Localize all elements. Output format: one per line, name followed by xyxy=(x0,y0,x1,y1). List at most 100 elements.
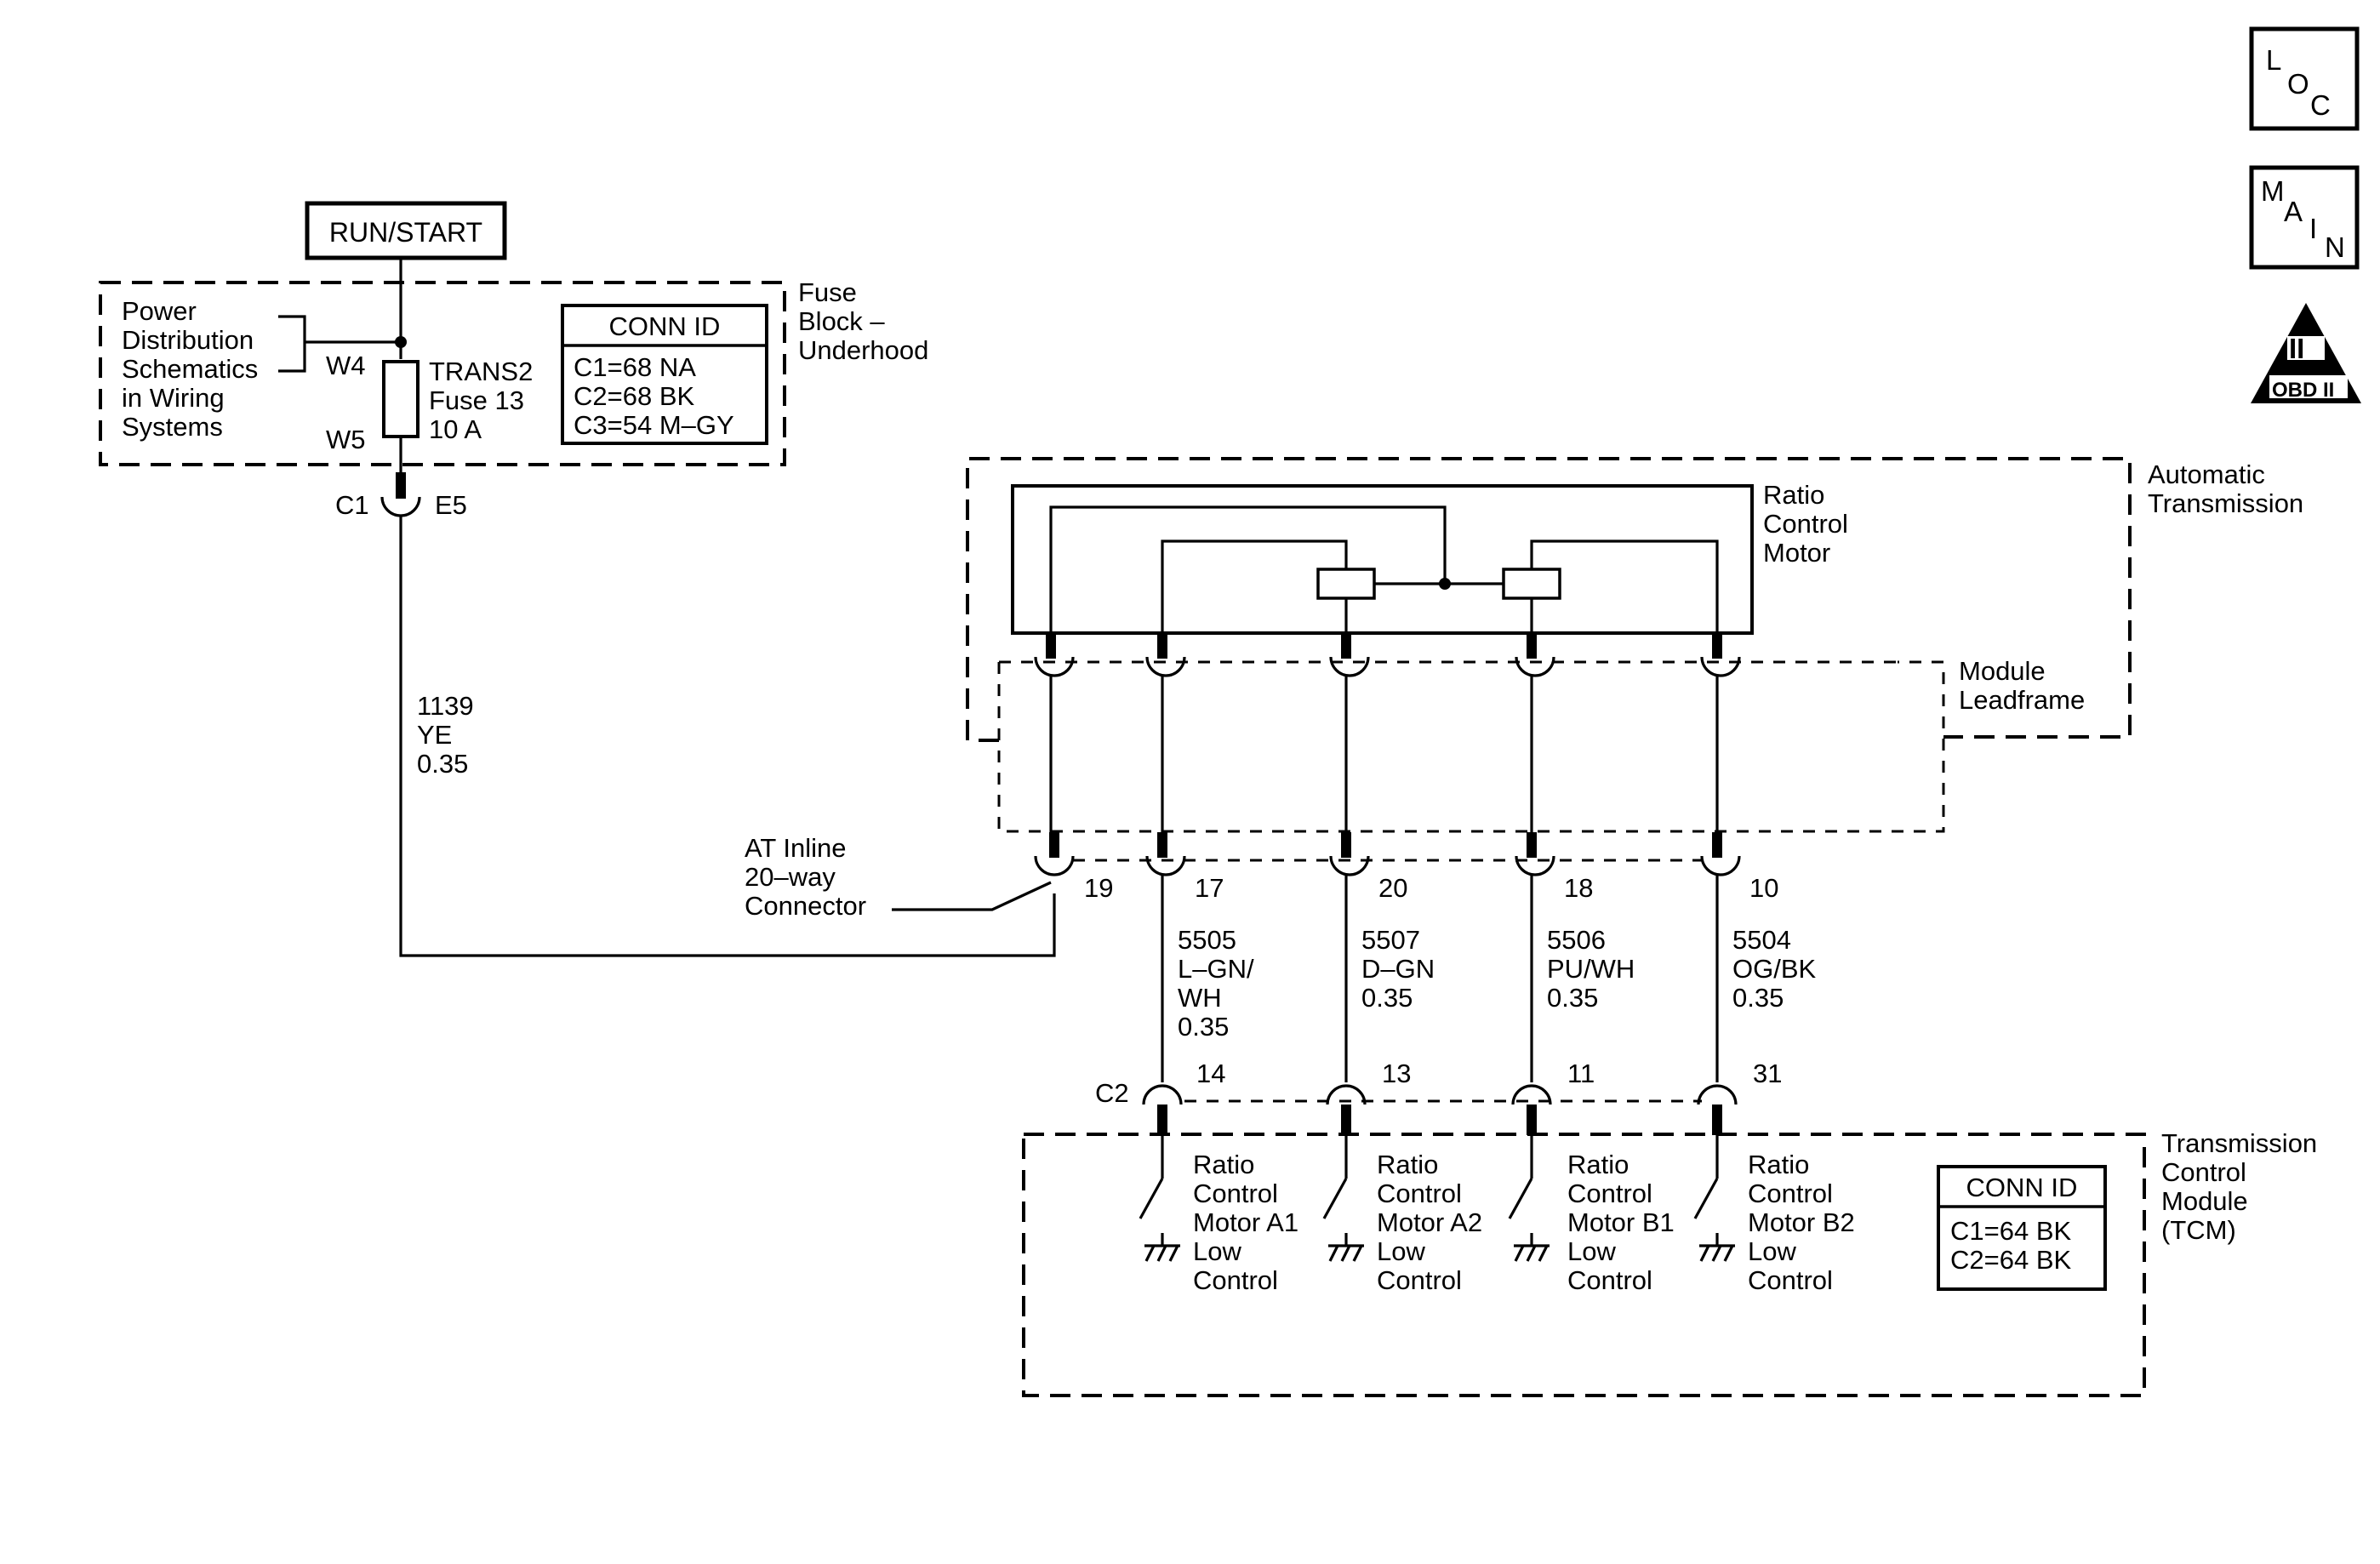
leadframe-pin-3 xyxy=(1329,633,1370,832)
svg-text:Motor B2: Motor B2 xyxy=(1748,1207,1855,1237)
svg-text:0.35: 0.35 xyxy=(1732,983,1784,1013)
svg-text:Control: Control xyxy=(1748,1179,1833,1208)
svg-text:5506: 5506 xyxy=(1547,925,1606,955)
obd-ii-icon[interactable]: II OBD II xyxy=(2251,303,2361,403)
tcm-outline xyxy=(1022,1133,2146,1397)
svg-text:C3=54 M–GY: C3=54 M–GY xyxy=(574,410,734,440)
ratio-control-motor-label: Ratio Control Motor xyxy=(1763,480,1848,568)
tcm-label: Transmission Control Module (TCM) xyxy=(2161,1128,2317,1245)
svg-text:OG/BK: OG/BK xyxy=(1732,954,1817,984)
leadframe-pin-5 xyxy=(1700,633,1741,832)
wire-1139 xyxy=(399,516,1056,957)
svg-text:Control: Control xyxy=(1193,1179,1278,1208)
tcm-connector-label: C2 xyxy=(1095,1078,1129,1108)
svg-text:Control: Control xyxy=(1748,1265,1833,1295)
svg-text:C: C xyxy=(2310,89,2331,121)
svg-text:Power: Power xyxy=(122,296,197,326)
svg-text:13: 13 xyxy=(1382,1059,1411,1088)
tcm-connector-pins xyxy=(1142,1084,1738,1135)
svg-text:E5: E5 xyxy=(435,490,467,520)
svg-text:PU/WH: PU/WH xyxy=(1547,954,1635,984)
inline-connector-label: AT Inline 20–way Connector xyxy=(745,833,866,921)
svg-text:WH: WH xyxy=(1178,983,1222,1013)
svg-text:Motor: Motor xyxy=(1763,538,1830,568)
svg-text:5505: 5505 xyxy=(1178,925,1236,955)
tcm-pin-numbers: 14 13 11 31 xyxy=(1196,1059,1782,1088)
motor-winding-a xyxy=(1316,568,1376,600)
circuit-label-b1: Ratio Control Motor B1 Low Control xyxy=(1567,1150,1675,1295)
svg-text:Fuse: Fuse xyxy=(798,277,857,307)
svg-text:C2=68 BK: C2=68 BK xyxy=(574,381,695,411)
svg-text:Low: Low xyxy=(1748,1236,1796,1266)
inline-pin-numbers: 19 17 20 18 10 xyxy=(1084,873,1778,903)
svg-text:Control: Control xyxy=(1567,1179,1652,1208)
svg-text:Control: Control xyxy=(1567,1265,1652,1295)
svg-text:Low: Low xyxy=(1377,1236,1425,1266)
svg-text:Motor A1: Motor A1 xyxy=(1193,1207,1298,1237)
svg-text:C2=64 BK: C2=64 BK xyxy=(1950,1245,2072,1275)
svg-text:CONN ID: CONN ID xyxy=(1966,1173,2078,1202)
splice-dot xyxy=(395,336,407,348)
switch-a1 xyxy=(1139,1135,1180,1262)
svg-text:18: 18 xyxy=(1564,873,1593,903)
svg-text:14: 14 xyxy=(1196,1059,1225,1088)
svg-text:AT Inline: AT Inline xyxy=(745,833,846,863)
svg-text:Ratio: Ratio xyxy=(1763,480,1824,510)
fuse-block-connector-c1: C1 E5 xyxy=(335,472,467,520)
run-start-box: RUN/START xyxy=(305,201,507,260)
svg-text:C1=68 NA: C1=68 NA xyxy=(574,352,696,382)
svg-text:Control: Control xyxy=(1193,1265,1278,1295)
motor-winding-b xyxy=(1502,568,1561,600)
wire-5506-label: 5506 PU/WH 0.35 xyxy=(1547,925,1635,1013)
svg-text:OBD II: OBD II xyxy=(2272,379,2334,402)
svg-text:Control: Control xyxy=(1377,1179,1462,1208)
svg-text:Low: Low xyxy=(1567,1236,1616,1266)
svg-text:Ratio: Ratio xyxy=(1567,1150,1629,1179)
svg-text:Leadframe: Leadframe xyxy=(1959,685,2085,715)
module-leadframe-label: Module Leadframe xyxy=(1959,656,2085,715)
svg-text:L–GN/: L–GN/ xyxy=(1178,954,1254,984)
svg-text:Underhood: Underhood xyxy=(798,335,928,365)
svg-text:N: N xyxy=(2325,231,2345,263)
circuit-label-a2: Ratio Control Motor A2 Low Control xyxy=(1377,1150,1482,1295)
svg-text:M: M xyxy=(2261,175,2285,207)
tcm-switches xyxy=(1139,1135,1735,1262)
svg-text:Control: Control xyxy=(2161,1157,2246,1187)
power-ref-bracket xyxy=(278,315,306,373)
switch-a2 xyxy=(1322,1135,1364,1262)
svg-text:L: L xyxy=(2266,44,2281,76)
svg-text:II: II xyxy=(2289,333,2304,364)
svg-text:20–way: 20–way xyxy=(745,862,836,892)
svg-text:CONN ID: CONN ID xyxy=(609,311,721,341)
main-button[interactable]: M A I N xyxy=(2249,165,2360,270)
svg-text:Block –: Block – xyxy=(798,306,885,336)
svg-text:C1=64 BK: C1=64 BK xyxy=(1950,1216,2072,1246)
svg-text:TRANS2: TRANS2 xyxy=(429,357,533,386)
svg-text:Ratio: Ratio xyxy=(1377,1150,1438,1179)
ratio-control-motor-body xyxy=(1011,484,1754,635)
circuit-label-a1: Ratio Control Motor A1 Low Control xyxy=(1193,1150,1298,1295)
wire-5507-label: 5507 D–GN 0.35 xyxy=(1361,925,1435,1013)
svg-text:I: I xyxy=(2309,213,2317,244)
loc-button[interactable]: L O C xyxy=(2249,26,2360,131)
svg-text:Automatic: Automatic xyxy=(2148,459,2265,489)
svg-text:O: O xyxy=(2287,68,2309,100)
automatic-transmission-label: Automatic Transmission xyxy=(2148,459,2303,518)
w4-label: W4 xyxy=(326,351,366,380)
svg-text:0.35: 0.35 xyxy=(1361,983,1413,1013)
svg-text:Control: Control xyxy=(1763,509,1848,539)
svg-text:Schematics: Schematics xyxy=(122,354,258,384)
svg-text:Motor A2: Motor A2 xyxy=(1377,1207,1482,1237)
svg-text:Module: Module xyxy=(1959,656,2046,686)
svg-text:Fuse 13: Fuse 13 xyxy=(429,385,524,415)
svg-text:(TCM): (TCM) xyxy=(2161,1215,2236,1245)
svg-text:Ratio: Ratio xyxy=(1193,1150,1254,1179)
svg-text:11: 11 xyxy=(1567,1059,1595,1088)
svg-text:Low: Low xyxy=(1193,1236,1241,1266)
fuse-block-outline xyxy=(99,281,786,466)
svg-text:Transmission: Transmission xyxy=(2161,1128,2317,1158)
module-leadframe-outline xyxy=(997,660,1945,833)
svg-text:31: 31 xyxy=(1753,1059,1782,1088)
leadframe-connectors xyxy=(1034,633,1741,832)
leadframe-pin-1 xyxy=(1034,633,1075,832)
